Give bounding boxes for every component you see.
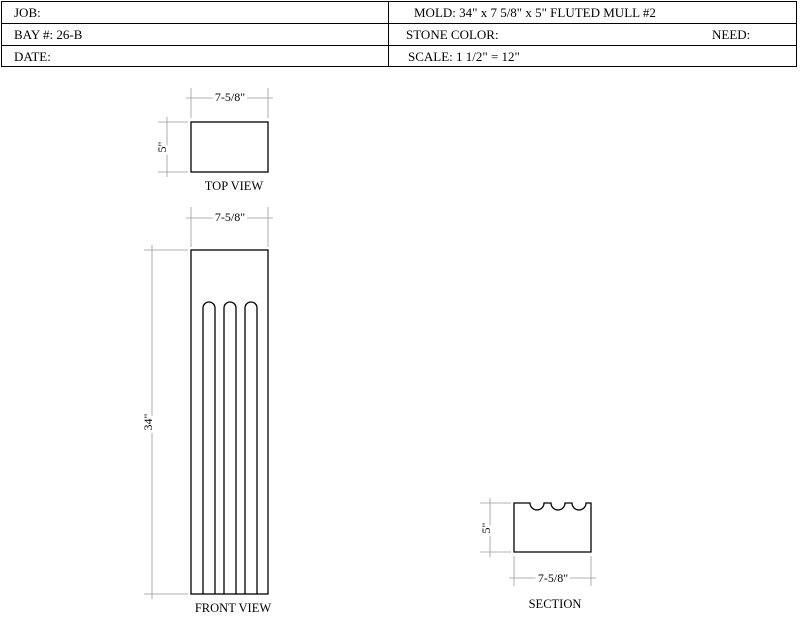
- section-width-dim-text: 7-5/8": [538, 571, 568, 585]
- title-row-date: DATE: SCALE: 1 1/2" = 12": [2, 46, 796, 68]
- top-depth-dim-text: 5": [155, 141, 169, 152]
- title-row-bay: BAY #: 26-B STONE COLOR: NEED:: [2, 24, 796, 46]
- top-view: 7-5/8" 5" TOP VIEW: [152, 87, 273, 193]
- bay-number: BAY #: 26-B: [14, 27, 83, 42]
- front-width-dim-text: 7-5/8": [215, 210, 245, 224]
- section-label: SECTION: [529, 597, 582, 611]
- flute-1: [202, 301, 216, 594]
- section-view: 5" 7-5/8" SECTION: [476, 498, 596, 611]
- stone-color-label: STONE COLOR:: [406, 27, 499, 42]
- front-height-dim-text: 34": [141, 413, 155, 430]
- front-view: 7-5/8" 34" FRONT VIEW: [138, 207, 273, 615]
- title-block-divider: [388, 2, 389, 66]
- scale-label: SCALE: 1 1/2" = 12": [408, 49, 520, 64]
- section-depth-dim-text: 5": [479, 522, 493, 533]
- section-profile: [513, 502, 592, 553]
- mold-description: MOLD: 34" x 7 5/8" x 5" FLUTED MULL #2: [414, 5, 656, 20]
- flute-2: [223, 301, 237, 594]
- front-view-label: FRONT VIEW: [195, 601, 271, 615]
- top-view-outline: [190, 121, 269, 173]
- front-view-outline: [190, 249, 269, 595]
- job-label: JOB:: [14, 5, 41, 20]
- date-label: DATE:: [14, 49, 51, 64]
- title-row-job: JOB: MOLD: 34" x 7 5/8" x 5" FLUTED MULL…: [2, 2, 796, 24]
- top-width-dim-text: 7-5/8": [215, 90, 245, 104]
- top-view-label: TOP VIEW: [205, 179, 264, 193]
- title-block: JOB: MOLD: 34" x 7 5/8" x 5" FLUTED MULL…: [1, 1, 797, 67]
- need-label: NEED:: [712, 27, 751, 42]
- flute-3: [244, 301, 258, 594]
